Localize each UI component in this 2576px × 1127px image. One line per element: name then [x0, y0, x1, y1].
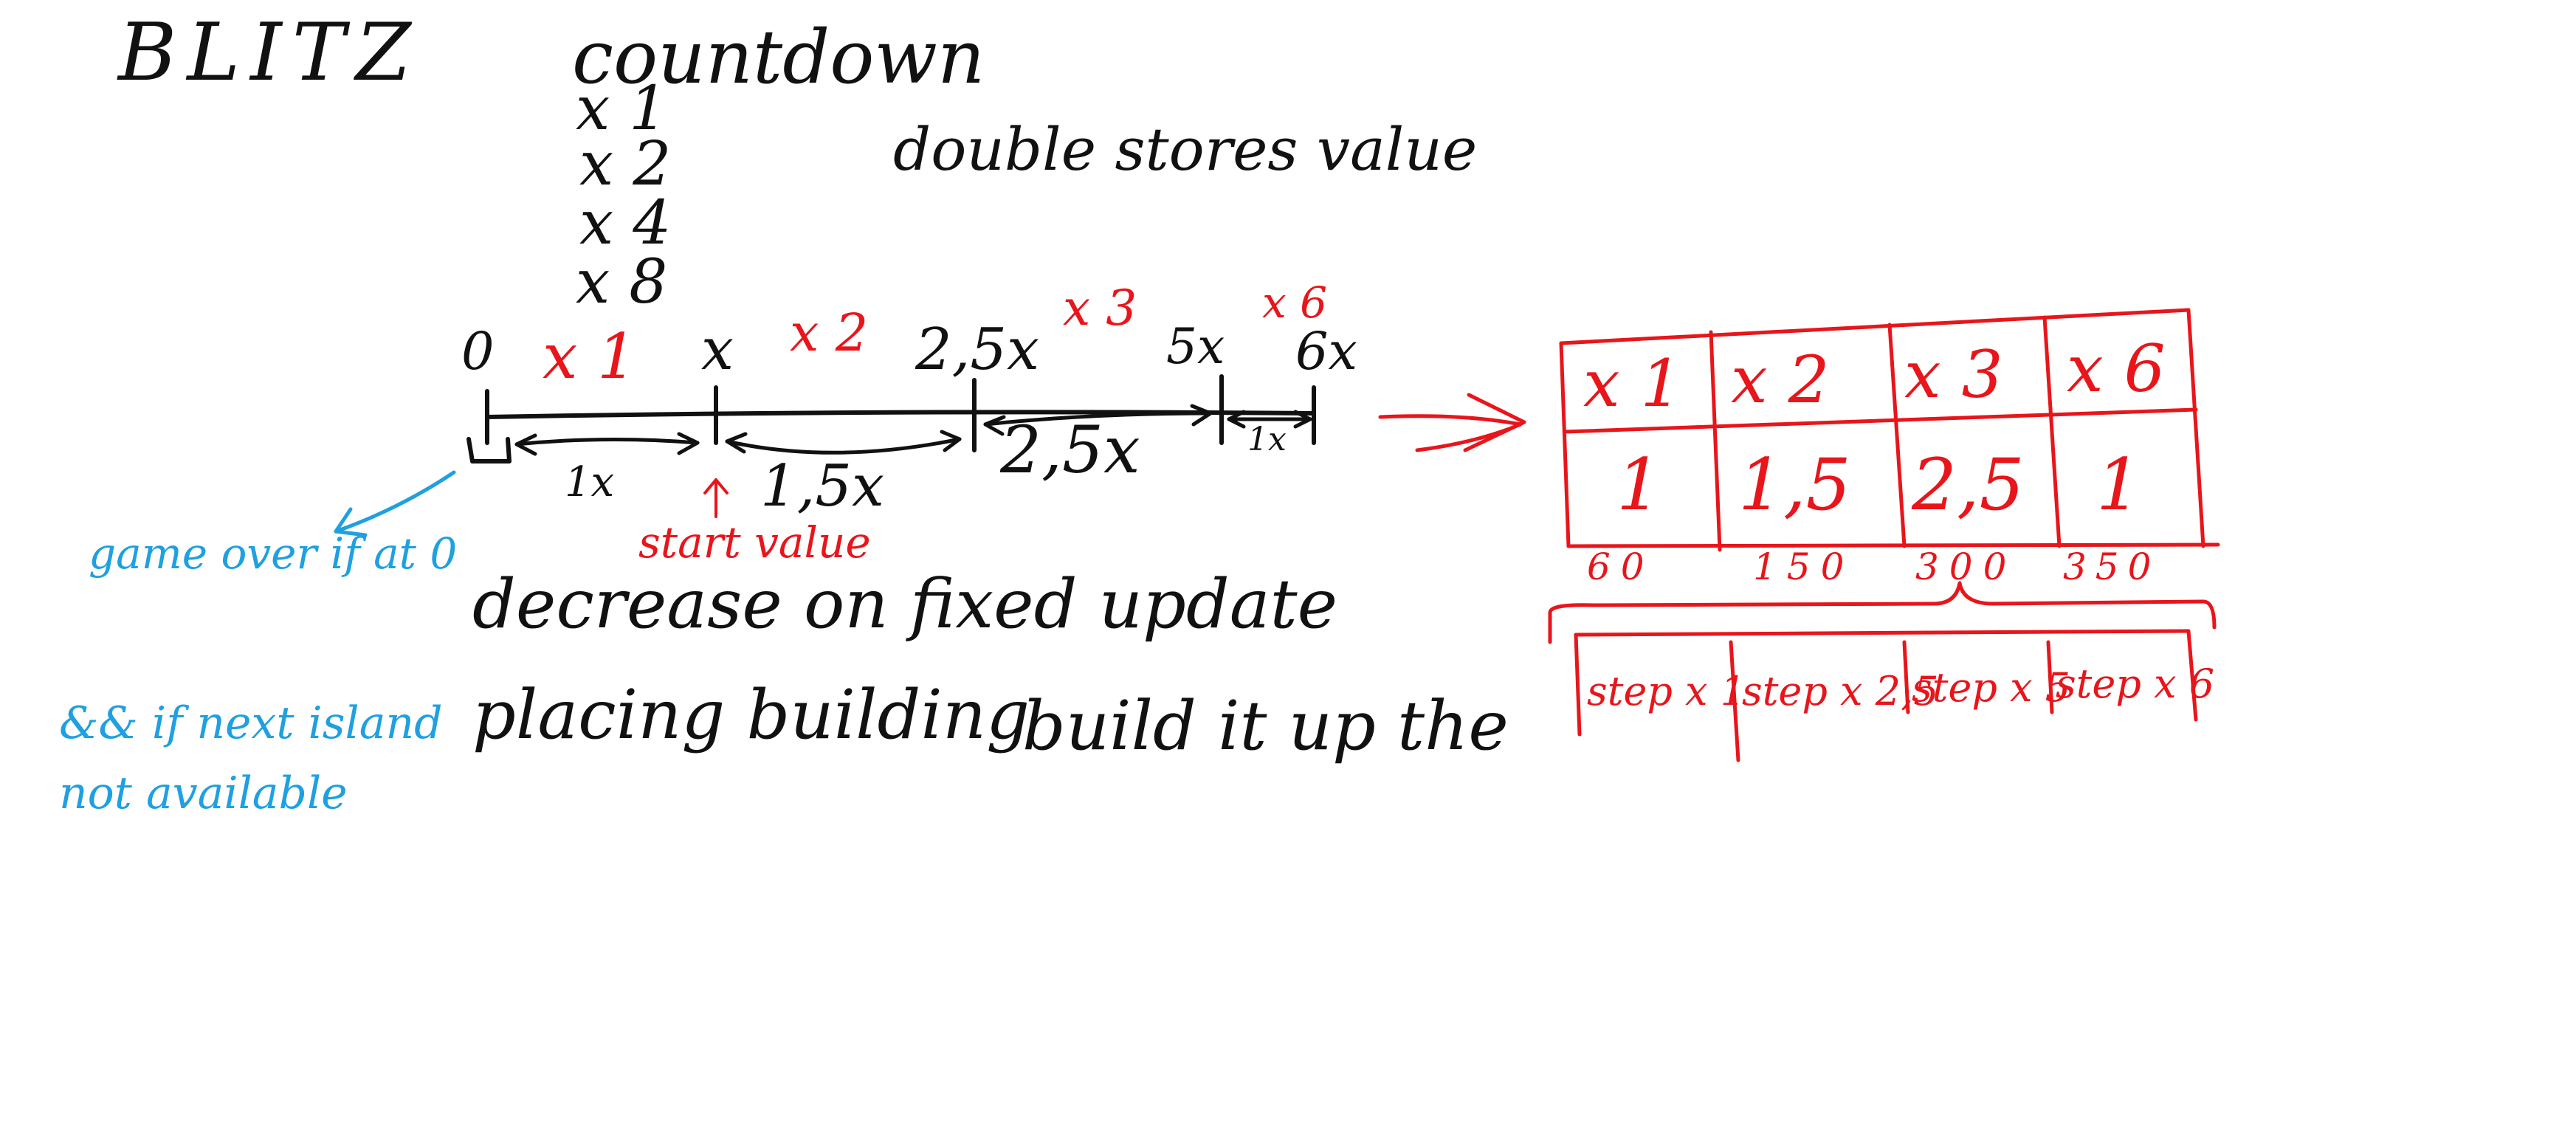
timeline-label: 5x: [1166, 318, 1225, 375]
countdown-multiplier: x 4: [579, 188, 671, 258]
timeline-label: 2,5x: [915, 317, 1039, 383]
red-multiplier: x 1: [543, 320, 637, 393]
table-header-cell: x 1: [1583, 345, 1682, 421]
countdown-label: countdown: [572, 14, 985, 100]
blue-note: game over if at 0: [89, 528, 457, 579]
timeline-label: 6x: [1295, 321, 1357, 382]
note-build: build it up the: [1022, 686, 1509, 765]
segment-arrows: [514, 404, 1312, 456]
start-value-note: start value: [638, 517, 871, 568]
countdown-multiplier: x 2: [579, 129, 671, 199]
red-multiplier: x 6: [1262, 278, 1327, 328]
countdown-multiplier: x 1: [576, 74, 667, 144]
table-value-cell: 1: [2096, 444, 2141, 526]
segment-label: 2,5x: [999, 412, 1140, 488]
countdown-note: double stores value: [893, 115, 1477, 184]
red-multiplier: x 2: [790, 303, 868, 363]
threshold-value: 150: [1753, 545, 1854, 588]
table-value-cell: 2,5: [1911, 444, 2025, 526]
countdown-multiplier: x 8: [576, 247, 667, 317]
note-placing: placing building: [472, 675, 1030, 754]
threshold-value: 350: [2063, 545, 2160, 588]
red-pointer-arrow: [1378, 393, 1526, 452]
timeline-label: x: [701, 317, 734, 383]
segment-label: 1x: [1247, 421, 1287, 458]
segment-label: 1x: [565, 458, 614, 506]
step-cell: step x 5: [1912, 664, 2070, 711]
blue-note: not available: [59, 768, 348, 819]
blue-arrow: [334, 470, 456, 537]
start-value-arrow: [703, 478, 729, 518]
note-decrease: decrease on fixed update: [472, 565, 1337, 644]
title: BLITZ: [117, 7, 421, 99]
table-header-cell: x 3: [1904, 337, 2003, 413]
threshold-value: 60: [1587, 545, 1655, 588]
red-multiplier: x 3: [1063, 280, 1137, 337]
table-header-cell: x 2: [1731, 342, 1830, 418]
multiplier-table: [1559, 308, 2220, 552]
table-header-cell: x 6: [2067, 331, 2166, 407]
steps-brace: [1548, 581, 2217, 762]
blue-note: && if next island: [59, 697, 443, 749]
table-value-cell: 1: [1616, 444, 1661, 526]
table-value-cell: 1,5: [1738, 444, 1851, 526]
timeline-label: 0: [461, 321, 495, 382]
step-cell: step x 6: [2056, 661, 2214, 707]
step-cell: step x 1: [1587, 668, 1746, 714]
segment-label: 1,5x: [760, 453, 884, 520]
threshold-value: 300: [1915, 545, 2017, 588]
step-cell: step x 2,5: [1742, 668, 1939, 714]
